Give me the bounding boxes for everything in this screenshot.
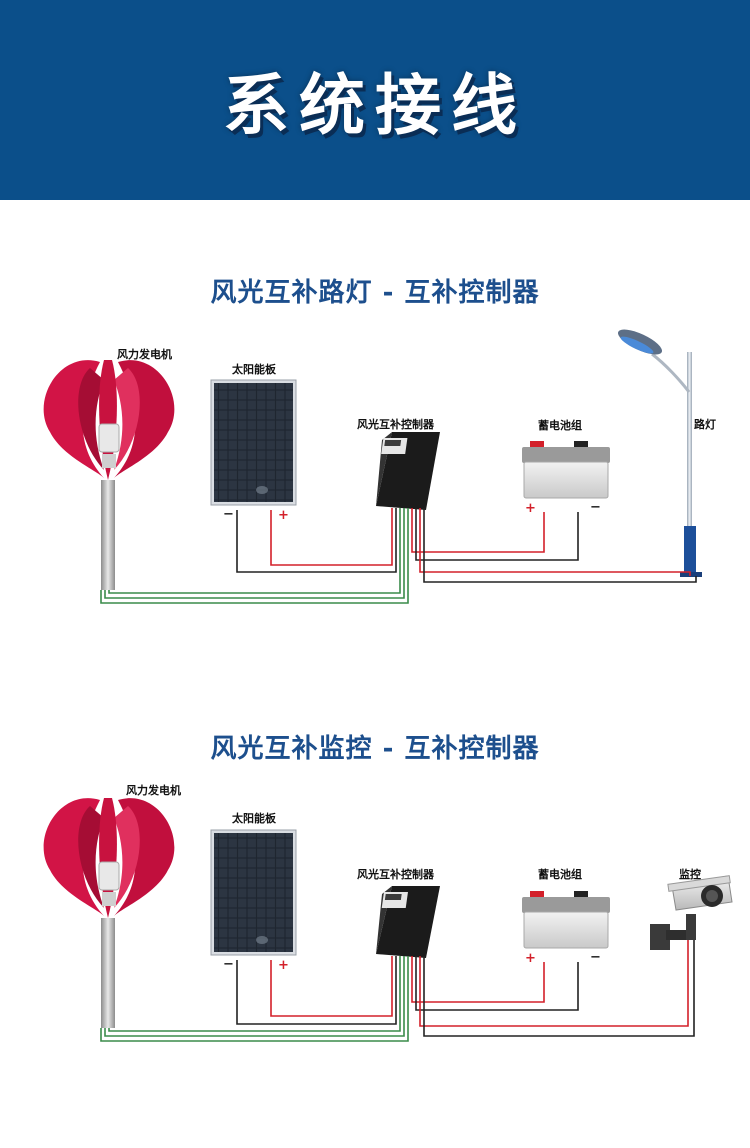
battery-icon (522, 891, 610, 949)
solar-panel-icon (210, 829, 297, 956)
wiring-diagram-street-lamp: 风力发电机 太阳能板 − + 风光互补控制器 蓄电池组 + − 路灯 (0, 320, 750, 690)
battery-plus: + (525, 501, 536, 516)
label-wind-turbine: 风力发电机 (117, 347, 172, 361)
label-street-lamp: 路灯 (694, 417, 716, 431)
wiring-diagram-cctv: 风力发电机 太阳能板 − + 风光互补控制器 蓄电池组 + − 监控 (0, 778, 750, 1148)
street-lamp-icon (617, 329, 702, 577)
wiring (100, 508, 697, 604)
section-1-title: 风光互补路灯 - 互补控制器 (210, 278, 540, 308)
label-battery: 蓄电池组 (538, 418, 582, 432)
solar-panel-icon (210, 379, 297, 506)
battery-minus: − (590, 500, 601, 515)
solar-minus: − (223, 507, 234, 522)
wind-turbine-icon (43, 798, 175, 1028)
label-battery: 蓄电池组 (538, 867, 582, 881)
cctv-camera-icon (650, 875, 733, 950)
battery-icon (522, 441, 610, 499)
solar-minus: − (223, 957, 234, 972)
label-solar-panel: 太阳能板 (231, 811, 277, 825)
wiring (100, 940, 695, 1042)
solar-plus: + (278, 508, 289, 523)
controller-icon (376, 432, 440, 510)
wind-turbine-icon (43, 360, 175, 590)
page-title: 系统接线 (223, 67, 527, 144)
label-controller: 风光互补控制器 (357, 417, 435, 431)
label-controller: 风光互补控制器 (357, 867, 435, 881)
diagram-1-svg: 风力发电机 太阳能板 − + 风光互补控制器 蓄电池组 + − 路灯 (43, 329, 716, 604)
section-2-title: 风光互补监控 - 互补控制器 (210, 734, 540, 764)
label-solar-panel: 太阳能板 (231, 362, 277, 376)
label-cctv: 监控 (679, 867, 701, 881)
controller-icon (376, 886, 440, 958)
solar-plus: + (278, 958, 289, 973)
battery-plus: + (525, 951, 536, 966)
label-wind-turbine: 风力发电机 (126, 783, 181, 797)
battery-minus: − (590, 950, 601, 965)
diagram-2-svg: 风力发电机 太阳能板 − + 风光互补控制器 蓄电池组 + − 监控 (43, 783, 733, 1042)
header-banner: 系统接线 (0, 0, 750, 200)
